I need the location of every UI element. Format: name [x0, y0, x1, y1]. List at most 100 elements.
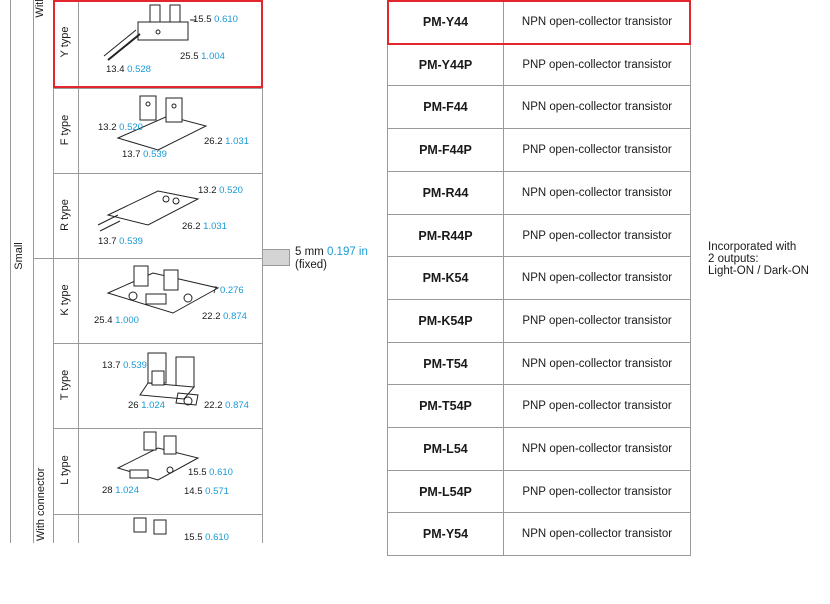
model-name: PM-Y54: [388, 513, 504, 555]
dimension-label: 22.2 0.874: [204, 401, 249, 411]
output-type: NPN open-collector transistor: [521, 187, 673, 199]
sensor-outline-icon: [116, 431, 200, 481]
output-note-line-2: 2 outputs:: [708, 253, 759, 265]
dimension-mm: 13.2: [198, 185, 217, 196]
dimension-inch: 1.024: [115, 485, 139, 496]
dimension-mm: 15.5: [193, 14, 212, 25]
dimension-label: 26 1.024: [128, 401, 165, 411]
dimension-label: 15.5 0.610: [184, 533, 229, 543]
dimension-label: 7 0.276: [212, 286, 244, 296]
model-name: PM-K54P: [388, 300, 504, 342]
dimension-mm: 13.4: [106, 64, 125, 75]
type-column-border: [53, 0, 54, 543]
sensor-drawing: [78, 514, 262, 599]
dimension-mm: 26: [128, 400, 139, 411]
picture-column-right-border: [262, 0, 263, 543]
sensor-outline-icon: [97, 190, 200, 232]
dimension-inch: 1.031: [225, 136, 249, 147]
model-name: PM-F44: [388, 86, 504, 128]
type-row-divider: [53, 514, 263, 515]
pm-y44-highlight: [387, 0, 691, 45]
output-type: PNP open-collector transistor: [522, 485, 672, 498]
sensor-outline-icon: [116, 95, 208, 151]
dimension-mm: 22.2: [204, 400, 223, 411]
dimension-label: 14.5 0.571: [184, 487, 229, 497]
dimension-inch: 1.004: [201, 51, 225, 62]
model-name: PM-K54: [388, 257, 504, 299]
output-type: PNP open-collector transistor: [522, 229, 672, 242]
dimension-mm: 13.7: [98, 236, 117, 247]
picture-column-border: [78, 0, 79, 543]
dimension-label: 26.2 1.031: [182, 222, 227, 232]
dimension-inch: 0.528: [127, 64, 151, 75]
sensor-outline-icon: [133, 517, 167, 535]
size-label: Small: [13, 242, 25, 270]
output-type: PNP open-collector transistor: [522, 315, 672, 327]
dimension-mm: 25.4: [94, 315, 113, 326]
dimension-inch: 0.571: [205, 486, 229, 497]
sensor-outline-icon: [139, 352, 199, 406]
dimension-mm: 14.5: [184, 486, 203, 497]
sensing-range: 5 mm 0.197 in (fixed): [295, 246, 368, 272]
output-type: PNP open-collector transistor: [522, 58, 672, 71]
dimension-inch: 1.024: [141, 400, 165, 411]
type-row-divider: [53, 258, 263, 259]
group-label-connector: With connector: [35, 467, 47, 541]
dimension-label: 26.2 1.031: [204, 137, 249, 147]
dimension-inch: 0.276: [219, 285, 244, 296]
sensor-outline-icon: [103, 4, 196, 61]
sensor-drawing: [78, 88, 262, 173]
dimension-inch: 0.874: [225, 400, 249, 411]
output-type: NPN open-collector transistor: [521, 528, 673, 540]
dimension-inch: 1.000: [115, 315, 139, 326]
dimension-label: 25.4 1.000: [94, 316, 139, 326]
type-label: T type: [59, 369, 71, 400]
type-label: F type: [59, 114, 71, 145]
dimension-mm: 15.5: [188, 467, 207, 478]
dimension-label: 25.5 1.004: [180, 52, 225, 62]
dimension-label: 13.7 0.539: [102, 361, 147, 371]
type-label: K type: [59, 283, 71, 316]
dimension-label: 13.2 0.520: [98, 123, 143, 133]
range-mm: 5 mm: [295, 246, 324, 258]
dimension-mm: 13.7: [122, 149, 141, 160]
dimension-mm: 26.2: [182, 221, 201, 232]
sensor-drawing: [78, 258, 262, 343]
dimension-mm: 22.2: [202, 311, 221, 322]
output-type: NPN open-collector transistor: [521, 357, 673, 370]
model-row: PM-K54 NPN open-collector transistor: [387, 256, 691, 300]
type-label: L type: [59, 454, 71, 485]
dimension-inch: 0.539: [123, 360, 147, 371]
output-type: NPN open-collector transistor: [521, 101, 673, 113]
output-type: NPN open-collector transistor: [521, 443, 673, 455]
sensor-drawing: [78, 343, 262, 428]
dimension-mm: 7: [212, 285, 218, 296]
dimension-mm: 15.5: [184, 532, 203, 543]
dimension-inch: 0.610: [209, 467, 233, 478]
dimension-label: 13.7 0.539: [98, 237, 143, 247]
output-note-line-3: Light-ON / Dark-ON: [708, 265, 809, 277]
outer-left-border: [10, 0, 11, 543]
sensor-drawing: [78, 428, 262, 513]
output-type: NPN open-collector transistor: [521, 272, 673, 284]
model-row: PM-F44 NPN open-collector transistor: [387, 85, 691, 129]
dimension-inch: 0.520: [119, 122, 143, 133]
type-label: R type: [59, 198, 71, 231]
range-note: (fixed): [295, 259, 327, 271]
dimension-mm: 25.5: [180, 51, 199, 62]
dimension-inch: 0.539: [119, 236, 143, 247]
type-row-divider: [53, 173, 263, 174]
dimension-mm: 28: [102, 485, 113, 496]
dimension-label: 13.2 0.520: [198, 186, 243, 196]
output-note-line-1: Incorporated with: [708, 241, 797, 253]
type-row-divider: [53, 88, 263, 89]
y-type-highlight: [53, 0, 263, 88]
dimension-label: 13.7 0.539: [122, 150, 167, 160]
output-type: PNP open-collector transistor: [522, 144, 672, 156]
dimension-label: 13.4 0.528: [106, 65, 151, 75]
dimension-mm: 13.2: [98, 122, 117, 133]
dimension-inch: 0.610: [205, 532, 229, 543]
